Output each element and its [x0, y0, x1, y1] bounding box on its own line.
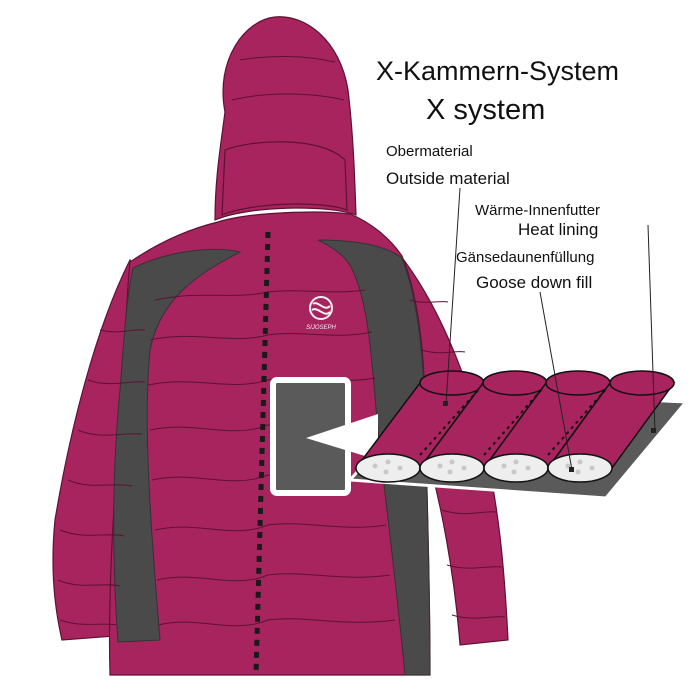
leader-dots	[443, 401, 656, 472]
brand-logo: SIJOSEPH	[306, 296, 336, 331]
down-tube	[546, 370, 676, 483]
label-outer-material-en: Outside material	[386, 169, 510, 188]
title-english: X system	[426, 94, 546, 126]
down-tube	[418, 370, 548, 483]
chamber-cross-section	[346, 370, 690, 500]
right-side-panel	[317, 239, 431, 676]
leader-lines	[445, 187, 656, 471]
leader-outer-material	[445, 187, 461, 405]
down-tube	[482, 370, 612, 483]
hood-opening	[221, 141, 348, 216]
title-german: X-Kammern-System	[376, 56, 620, 86]
label-outer-material-de: Obermaterial	[386, 143, 473, 160]
tube-seams	[419, 387, 608, 456]
label-heat-lining-en: Heat lining	[518, 220, 599, 239]
label-heat-lining-de: Wärme-Innenfutter	[475, 202, 601, 219]
brand-logo-text: SIJOSEPH	[306, 325, 336, 331]
down-tube	[354, 370, 485, 483]
leader-down-fill	[539, 291, 573, 471]
left-side-panel	[113, 248, 242, 643]
detail-pointer	[306, 414, 378, 460]
label-down-fill-en: Goose down fill	[476, 273, 593, 292]
zipper	[253, 231, 271, 676]
label-down-fill-de: Gänsedaunenfüllung	[456, 249, 595, 266]
leader-heat-lining	[647, 224, 656, 433]
brand-logo-icon	[309, 296, 333, 320]
